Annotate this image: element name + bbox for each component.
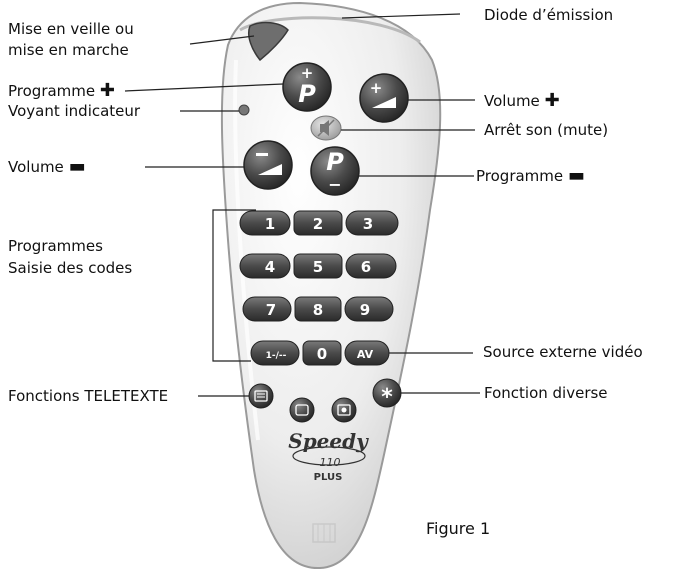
teletext-icon [254, 390, 268, 402]
leader-lines [124, 13, 480, 397]
brand-logo: Speedy 110 PLUS [288, 429, 369, 483]
key-8[interactable]: 8 [294, 296, 342, 322]
teletext-key-3[interactable] [331, 397, 357, 423]
svg-text:1-/--: 1-/-- [266, 351, 287, 361]
label-teletext: Fonctions TELETEXTE [8, 387, 169, 405]
svg-text:2: 2 [313, 215, 323, 233]
key-5[interactable]: 5 [293, 253, 343, 279]
standby-key[interactable] [248, 21, 289, 62]
key-1[interactable]: 1 [239, 210, 291, 236]
volume-ramp-icon [372, 97, 396, 108]
key-6[interactable]: 6 [345, 253, 397, 279]
brand-model: 110 [320, 456, 341, 469]
leader-program-plus [124, 83, 284, 92]
program-minus-key-letter: P [326, 148, 344, 176]
key-av[interactable]: AV [344, 340, 390, 366]
key-digits[interactable]: 1-/-- [250, 340, 300, 366]
teletext-key-1[interactable] [248, 383, 274, 409]
minus-icon: ▬ [567, 165, 585, 186]
tv-icon [295, 404, 309, 416]
label-volume-plus-text: Volume [484, 92, 540, 110]
svg-text:6: 6 [361, 258, 371, 276]
label-indicator: Voyant indicateur [8, 102, 141, 120]
teletext-mix-icon [337, 404, 351, 416]
label-volume-plus: Volume ✚ [484, 90, 560, 112]
svg-text:AV: AV [357, 348, 374, 361]
svg-text:4: 4 [265, 258, 275, 276]
label-misc-function: Fonction diverse [484, 384, 608, 402]
label-program-minus-text: Programme [476, 167, 564, 185]
keypad: 1 2 3 4 5 6 7 8 9 1-/-- 0 AV [239, 210, 399, 366]
brand-name: Speedy [288, 429, 369, 453]
label-program-plus-text: Programme [8, 82, 96, 100]
brand-suffix: PLUS [314, 472, 343, 483]
label-codes: Saisie des codes [8, 259, 133, 277]
program-plus-key[interactable]: + P [282, 62, 332, 112]
label-external-source: Source externe vidéo [483, 343, 643, 361]
indicator-led [238, 104, 250, 116]
label-standby-line2: mise en marche [8, 41, 129, 59]
program-minus-key[interactable]: P − [310, 146, 360, 196]
svg-text:1: 1 [265, 215, 275, 233]
svg-text:3: 3 [363, 215, 373, 233]
program-plus-key-sign: + [301, 64, 314, 82]
star-key-symbol: * [381, 385, 393, 410]
label-program-minus: Programme ▬ [476, 165, 585, 187]
label-program-plus: Programme ✚ [8, 80, 115, 102]
key-3[interactable]: 3 [345, 210, 399, 236]
key-0[interactable]: 0 [302, 340, 342, 366]
svg-text:8: 8 [313, 301, 323, 319]
mute-key[interactable] [310, 115, 342, 141]
teletext-key-2[interactable] [289, 397, 315, 423]
label-emitter: Diode d’émission [484, 6, 614, 24]
label-standby-line1: Mise en veille ou [8, 20, 134, 38]
svg-text:0: 0 [317, 345, 327, 363]
program-minus-key-sign: − [328, 175, 341, 194]
bracket-keypad [212, 209, 256, 362]
volume-ramp-icon [258, 164, 282, 175]
star-key[interactable]: * [372, 378, 402, 410]
volume-plus-key[interactable]: + [359, 73, 409, 123]
leader-emitter [341, 13, 461, 19]
volume-minus-key[interactable] [243, 140, 293, 190]
label-programmes: Programmes [8, 237, 103, 255]
program-plus-key-letter: P [298, 80, 316, 108]
key-2[interactable]: 2 [293, 210, 343, 236]
svg-text:5: 5 [313, 258, 323, 276]
plus-icon: ✚ [544, 90, 560, 111]
label-mute: Arrêt son (mute) [484, 121, 609, 139]
key-9[interactable]: 9 [344, 296, 394, 322]
label-volume-minus: Volume ▬ [8, 156, 86, 178]
volume-plus-key-sign: + [370, 79, 383, 97]
remote-left-bevel [233, 59, 260, 441]
label-volume-minus-text: Volume [8, 158, 64, 176]
embossed-logo-icon [312, 523, 336, 543]
svg-text:9: 9 [360, 301, 370, 319]
svg-text:7: 7 [266, 301, 276, 319]
label-standby: Mise en veille ou mise en marche [8, 19, 134, 61]
figure-caption: Figure 1 [426, 519, 491, 538]
plus-icon: ✚ [99, 80, 116, 101]
leader-standby [189, 35, 255, 45]
key-7[interactable]: 7 [242, 296, 292, 322]
minus-icon: ▬ [68, 156, 86, 177]
key-4[interactable]: 4 [239, 253, 291, 279]
